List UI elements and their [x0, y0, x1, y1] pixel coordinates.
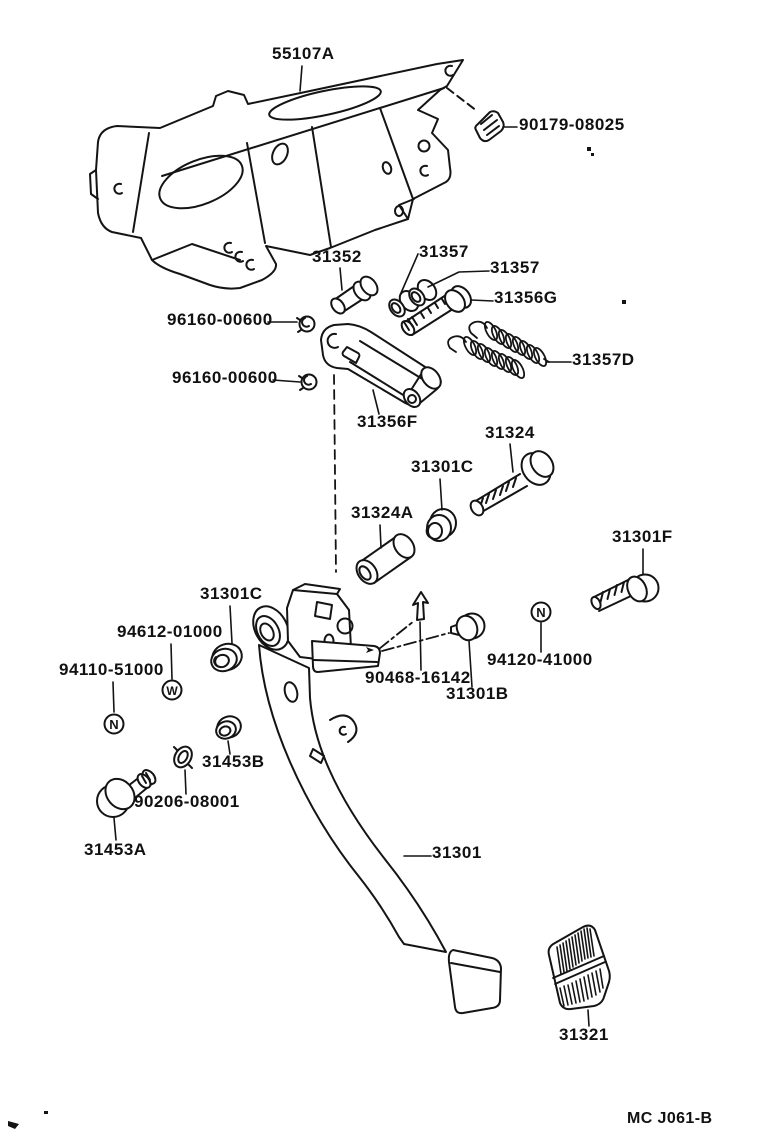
clutch-rod-clevis-31356f — [321, 324, 445, 410]
part-label-31357-upper: 31357 — [419, 242, 469, 261]
pedal-support-bracket-55107a — [90, 60, 463, 289]
leader-55107a — [300, 66, 302, 91]
leader-31324a — [380, 525, 381, 548]
bushing-31301c-lower — [208, 640, 246, 675]
bolt-31301f — [589, 573, 658, 611]
part-label-31324a: 31324A — [351, 503, 414, 522]
leader-96160-lower — [273, 380, 300, 382]
leader-90206 — [185, 770, 186, 794]
part-label-31324: 31324 — [485, 423, 535, 442]
clevis-pin-31352 — [328, 273, 381, 316]
part-label-94612-01000: 94612-01000 — [117, 622, 223, 641]
part-label-31357-lower: 31357 — [490, 258, 540, 277]
clutch-pedal-arm-31301 — [246, 584, 501, 1013]
snap-ring-96160-upper — [297, 317, 315, 333]
svg-text:W: W — [166, 684, 178, 698]
pedal-pad-31321 — [549, 926, 610, 1010]
leader-lines — [113, 66, 643, 1026]
part-label-31301f: 31301F — [612, 527, 673, 546]
pedal-bushing-31357-outer — [406, 276, 440, 308]
leader-31357-lower — [428, 271, 489, 287]
part-label-94110-51000: 94110-51000 — [59, 660, 164, 679]
leader-31356g — [471, 300, 493, 301]
stopper-bolt-31453a — [97, 768, 158, 817]
part-label-90468-16142: 90468-16142 — [365, 668, 471, 687]
spring-pin-90468-16142 — [413, 592, 428, 620]
leader-31352 — [340, 268, 342, 290]
leader-31453b — [228, 741, 230, 754]
leader-31301c-lower — [230, 606, 232, 643]
part-label-31357d: 31357D — [572, 350, 635, 369]
part-label-94120-41000: 94120-41000 — [487, 650, 593, 669]
svg-text:N: N — [109, 717, 118, 732]
part-label-90179-08025: 90179-08025 — [519, 115, 625, 134]
part-label-31301b: 31301B — [446, 684, 509, 703]
part-label-31453b: 31453B — [202, 752, 265, 771]
leader-31357-upper — [401, 254, 418, 293]
dashed-line-nut — [447, 88, 477, 111]
bushing-31453b — [214, 713, 244, 741]
leader-31356f — [373, 390, 379, 414]
bushing-31301c-upper — [427, 509, 456, 541]
clip-90206-08001 — [171, 743, 196, 770]
collar-31324a — [352, 530, 419, 588]
part-label-31356g: 31356G — [494, 288, 558, 307]
pin-31301b — [451, 613, 485, 643]
clip-nut-90179-08025 — [475, 111, 503, 141]
leader-94612 — [171, 644, 172, 679]
pedal-return-springs-31357d — [448, 320, 549, 380]
washer-symbol-94612: W — [163, 681, 182, 700]
part-label-31301: 31301 — [432, 843, 482, 862]
part-label-90206-08001: 90206-08001 — [134, 792, 240, 811]
snap-ring-96160-lower — [299, 375, 317, 391]
part-label-96160-lower: 96160-00600 — [172, 368, 278, 387]
nut-symbol-94110: N — [105, 715, 124, 734]
part-label-31352: 31352 — [312, 247, 362, 266]
svg-text:N: N — [536, 605, 545, 620]
part-label-55107a: 55107A — [272, 44, 335, 63]
figure-code: MC J061-B — [627, 1110, 713, 1127]
leader-94110 — [113, 682, 114, 712]
part-label-31356f: 31356F — [357, 412, 418, 431]
pivot-bolt-31324 — [468, 447, 558, 518]
leader-31301b — [469, 641, 472, 687]
part-label-31321: 31321 — [559, 1025, 609, 1044]
leader-31321 — [588, 1010, 589, 1026]
nut-symbol-94120: N — [532, 603, 551, 622]
part-label-31453a: 31453A — [84, 840, 147, 859]
pedal-bolt-31356g — [399, 282, 475, 337]
leader-90468 — [420, 622, 421, 670]
part-label-31301c-upper: 31301C — [411, 457, 474, 476]
scan-artifacts — [8, 147, 626, 1129]
part-label-31301c-lower: 31301C — [200, 584, 263, 603]
dashed-construction-lines — [334, 375, 449, 651]
leader-31324 — [510, 444, 513, 472]
part-label-96160-upper: 96160-00600 — [167, 310, 273, 329]
leader-31453a — [114, 818, 116, 840]
leader-31301c-upper — [440, 479, 442, 510]
